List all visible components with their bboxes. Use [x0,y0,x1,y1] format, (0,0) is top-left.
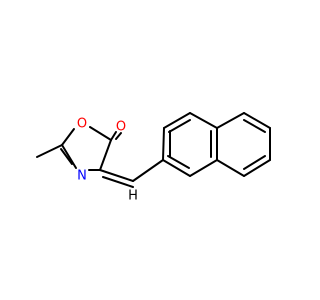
bond-layer [36,112,271,188]
bond-n3-c2-a [61,144,77,169]
atom-o-carbonyl: O [116,120,126,135]
structure-canvas: O O N H [36,112,271,204]
atom-n-ring: N [77,169,87,184]
bond-ch-naphthyl [132,159,164,182]
bond-n3-c2-b [60,148,73,165]
bond-c4-ch-b [102,176,134,188]
bond-nap-2 [163,112,191,129]
bond-nap-1 [162,127,165,161]
bond-c5-c4 [99,139,112,171]
bond-nap-5 [189,159,218,177]
bond-nap-10-inner [243,155,266,170]
bond-nap-7 [216,112,245,129]
bond-nap-2-inner [168,119,191,133]
bond-methyl-c2 [36,144,63,158]
bond-nap-11 [216,159,245,177]
bond-nap-8-inner [243,119,266,133]
bond-c2-o1 [61,128,75,146]
bond-o1-c5 [89,126,112,141]
bond-nap-6 [162,159,191,177]
atom-h-vinyl: H [128,189,138,204]
atom-o-ring: O [77,117,87,132]
bond-nap-8 [243,112,271,129]
bond-c4-ch-a [99,169,134,182]
bond-c5-o-carbonyl-b [115,132,122,140]
molecule-diagram: O O N H [36,112,271,204]
bond-c5-o-carbonyl-a [110,131,117,141]
bond-nap-10 [243,159,271,177]
atom-label-layer: O O N H [77,117,138,204]
bond-nap-3 [189,112,218,129]
bond-nap-6-inner [167,155,190,169]
